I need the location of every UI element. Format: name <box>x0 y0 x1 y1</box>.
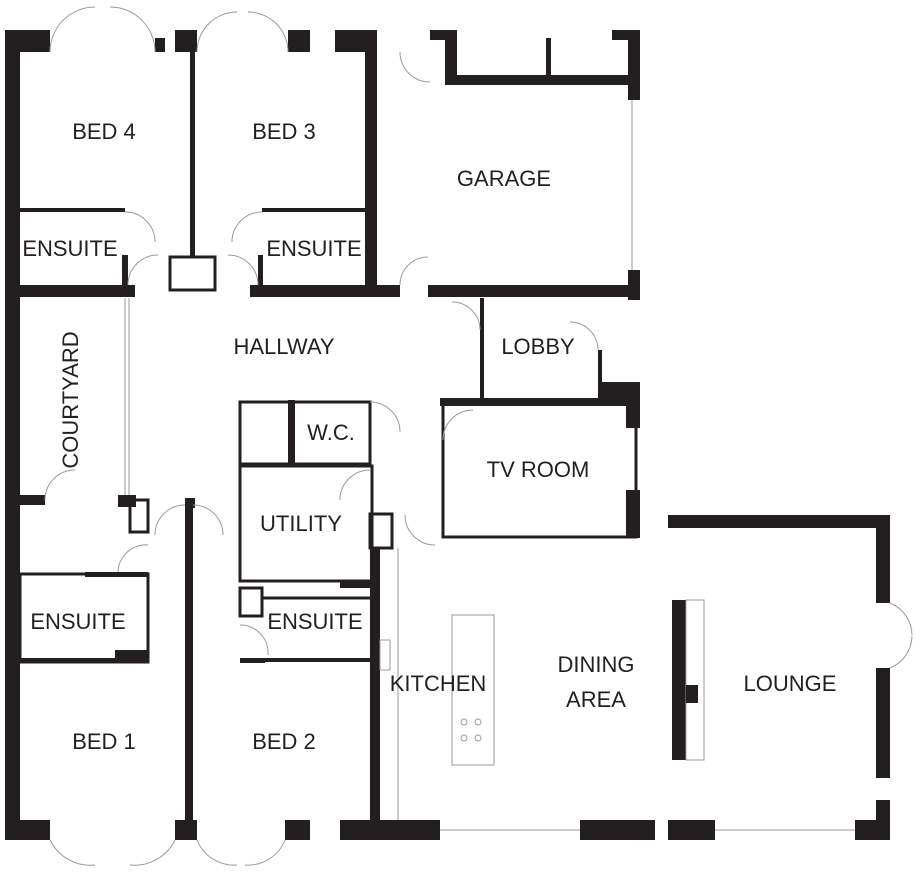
label-wc: W.C. <box>307 420 355 445</box>
label-ensuite-bed1: ENSUITE <box>30 609 125 634</box>
label-utility: UTILITY <box>260 511 342 536</box>
label-tv-room: TV ROOM <box>487 457 590 482</box>
label-dining-line2: AREA <box>566 687 626 712</box>
label-garage: GARAGE <box>457 166 551 191</box>
label-ensuite-bed4: ENSUITE <box>22 236 117 261</box>
doors <box>44 6 913 866</box>
label-bed-1: BED 1 <box>72 729 136 754</box>
label-bed-4: BED 4 <box>72 119 136 144</box>
room-labels: BED 4 BED 3 GARAGE ENSUITE ENSUITE HALLW… <box>22 119 836 754</box>
label-hallway: HALLWAY <box>233 334 334 359</box>
label-lounge: LOUNGE <box>744 671 837 696</box>
label-kitchen: KITCHEN <box>390 671 487 696</box>
label-courtyard: COURTYARD <box>58 331 83 468</box>
label-ensuite-bed3: ENSUITE <box>266 236 361 261</box>
walls <box>5 30 890 840</box>
label-ensuite-bed2: ENSUITE <box>267 609 362 634</box>
label-lobby: LOBBY <box>501 334 575 359</box>
label-dining-line1: DINING <box>558 652 635 677</box>
label-bed-2: BED 2 <box>252 729 316 754</box>
label-bed-3: BED 3 <box>252 119 316 144</box>
